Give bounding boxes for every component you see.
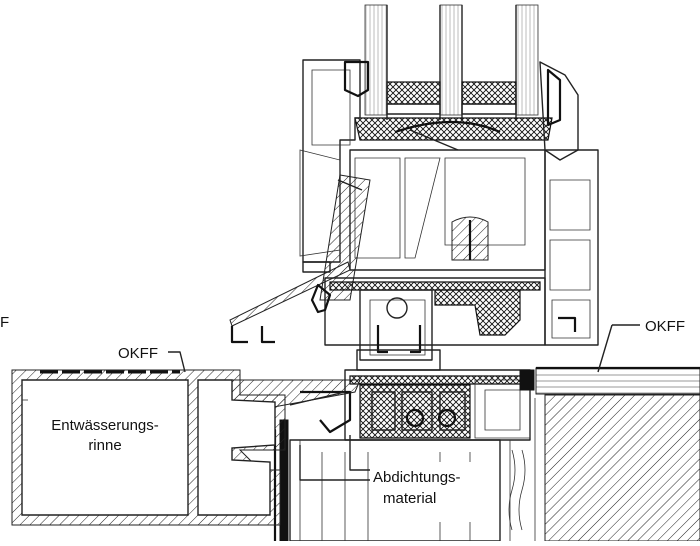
okff-left-label: OKFF <box>118 345 158 362</box>
glazing-unit <box>354 4 553 151</box>
okff-edge-label: F <box>0 314 9 331</box>
drainage-label-line1: Entwässerungs- <box>51 417 159 434</box>
seal-leader-a <box>299 445 370 481</box>
drainage-label-line2: rinne <box>88 437 121 454</box>
okff-left-leader <box>168 351 186 373</box>
seal-label-line1: Abdichtungs- <box>373 469 461 486</box>
okff-right-label: OKFF <box>645 318 685 335</box>
seal-leader-b <box>349 435 370 471</box>
frame-profile <box>229 261 546 371</box>
seal-label-backdrop <box>372 462 482 522</box>
seal-label-line2: material <box>383 490 436 507</box>
floor-right <box>508 324 700 542</box>
drainage-channel <box>11 369 286 526</box>
